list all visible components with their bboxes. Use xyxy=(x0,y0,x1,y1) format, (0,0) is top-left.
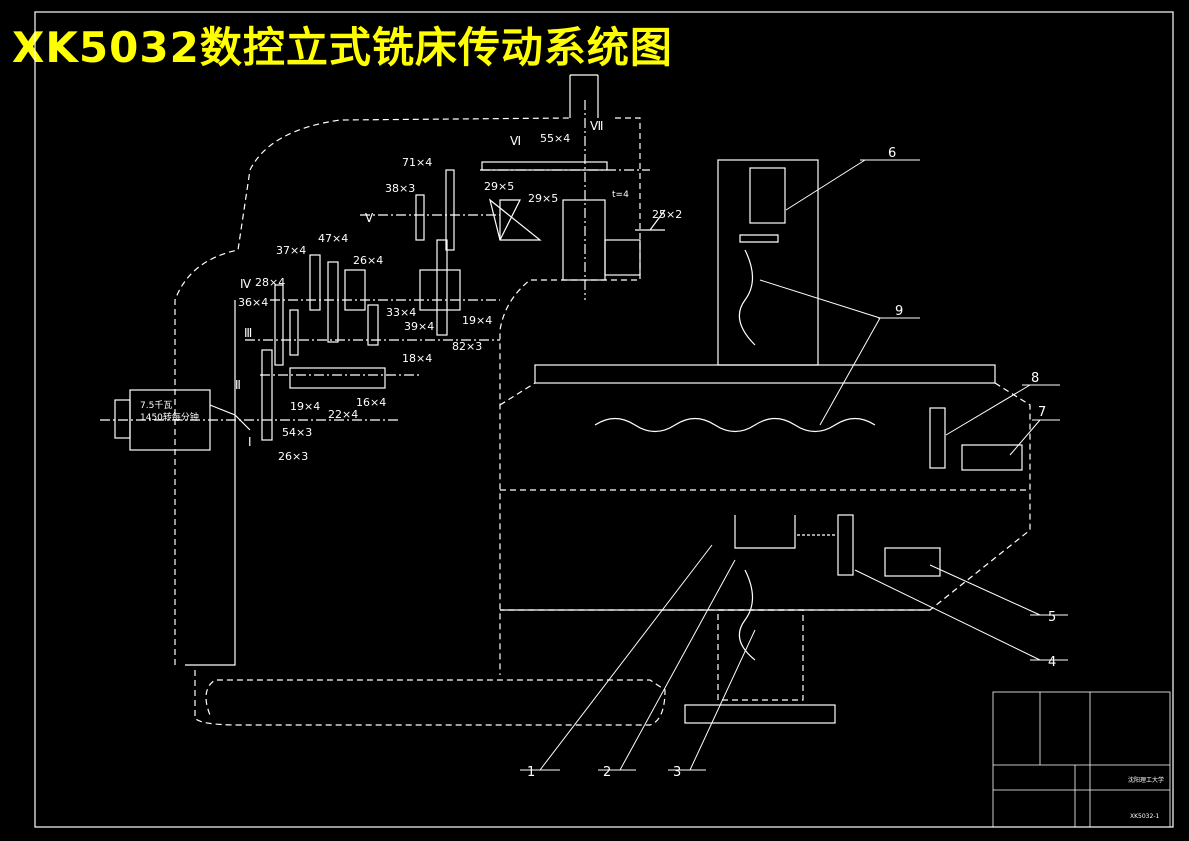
shaft-2: Ⅱ xyxy=(235,378,241,392)
shaft-4: Ⅳ xyxy=(240,277,251,291)
gear-label: 33×4 xyxy=(386,306,416,319)
gear-label: 16×4 xyxy=(356,396,386,409)
callout-9: 9 xyxy=(895,304,903,319)
coupling-8 xyxy=(929,407,946,469)
ballscrew-x xyxy=(594,417,876,433)
gear-label: 22×4 xyxy=(328,408,358,421)
callout-5: 5 xyxy=(1048,610,1056,625)
motor-power-label: 7.5千瓦 xyxy=(140,400,172,411)
gear-label: 29×5 xyxy=(528,192,558,205)
coupling-4 xyxy=(837,514,854,576)
gear-label: 54×3 xyxy=(282,426,312,439)
gear-label: 55×4 xyxy=(540,132,570,145)
gear-label: 29×5 xyxy=(484,180,514,193)
drawing-title: XK5032数控立式铣床传动系统图 xyxy=(12,23,673,72)
callout-1: 1 xyxy=(527,765,535,780)
ballscrew-z xyxy=(738,249,756,346)
saddle-outline xyxy=(499,382,1031,611)
shaft-6: Ⅵ xyxy=(510,134,521,148)
callout-3: 3 xyxy=(673,765,681,780)
gear-label: 28×4 xyxy=(255,276,285,289)
drawing-number: XK5032-1 xyxy=(1130,813,1159,820)
shaft-1: Ⅰ xyxy=(248,435,252,449)
callout-2: 2 xyxy=(603,765,611,780)
z-column xyxy=(717,159,819,366)
callout-6: 6 xyxy=(888,146,896,161)
spindle-top xyxy=(569,74,599,118)
gear-label: 19×4 xyxy=(462,314,492,327)
motor-5 xyxy=(884,547,941,577)
callout-7: 7 xyxy=(1038,405,1046,420)
motor-speed-label: 1450转每分钟 xyxy=(140,411,199,423)
gear-label: 39×4 xyxy=(404,320,434,333)
gear-label: 19×4 xyxy=(290,400,320,413)
head-outline xyxy=(499,117,641,675)
motor-6 xyxy=(749,167,786,224)
work-table xyxy=(534,364,996,384)
gear-label: 38×3 xyxy=(385,182,415,195)
title-block xyxy=(992,691,1171,828)
school-name: 沈阳理工大学 xyxy=(1128,776,1164,784)
shaft-7: Ⅶ xyxy=(590,119,603,133)
column-inner xyxy=(185,300,236,666)
callout-4: 4 xyxy=(1048,655,1056,670)
machine-base xyxy=(194,670,666,726)
gear-label: 18×4 xyxy=(402,352,432,365)
spindle-box xyxy=(562,199,606,281)
pitch-label: t=4 xyxy=(612,190,629,200)
gear-label: 36×4 xyxy=(238,296,268,309)
shaft-5: Ⅴ xyxy=(365,211,374,225)
y-base xyxy=(684,704,836,724)
gear-label: 26×3 xyxy=(278,450,308,463)
motor-7 xyxy=(961,444,1023,471)
drawing-frame xyxy=(34,11,1174,828)
gear-label: 71×4 xyxy=(402,156,432,169)
gear-label: 47×4 xyxy=(318,232,348,245)
shaft-3: Ⅲ xyxy=(244,326,252,340)
ballscrew-y xyxy=(738,569,756,661)
callout-8: 8 xyxy=(1031,371,1039,386)
gear-label: 82×3 xyxy=(452,340,482,353)
column-outline xyxy=(174,117,571,665)
gear-label: 37×4 xyxy=(276,244,306,257)
y-nut xyxy=(734,515,796,549)
gear-label: 26×4 xyxy=(353,254,383,267)
gear-label: 25×2 xyxy=(652,208,682,221)
